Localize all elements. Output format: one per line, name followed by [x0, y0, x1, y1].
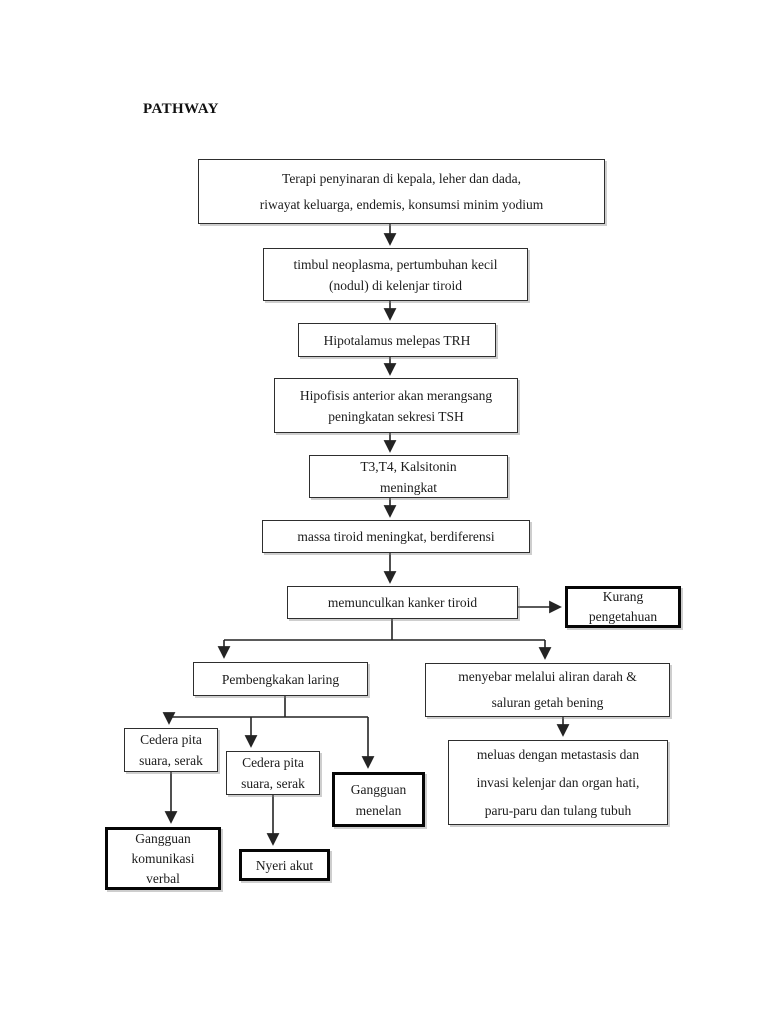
node-text-line: meluas dengan metastasis dan	[476, 746, 640, 762]
node-text-line: Hipotalamus melepas TRH	[323, 332, 471, 348]
node-text-line: (nodul) di kelenjar tiroid	[328, 277, 463, 293]
node-text-line: komunikasi	[131, 850, 195, 866]
node-text-line: Cedera pita	[242, 755, 304, 770]
node-text-line: Gangguan	[350, 781, 407, 797]
node-hipotalamus-trh: Hipotalamus melepas TRH	[298, 323, 496, 357]
node-text-line: timbul neoplasma, pertumbuhan kecil	[293, 256, 498, 272]
node-cedera-pita-suara-2: Cedera pita suara, serak	[226, 751, 320, 795]
page-title: PATHWAY	[143, 101, 219, 117]
node-text-line: invasi kelenjar dan organ hati,	[476, 774, 640, 790]
node-terapi-penyinaran: Terapi penyinaran di kepala, leher dan d…	[198, 159, 605, 224]
node-text-line: Cedera pita	[140, 732, 202, 747]
node-menyebar-aliran-darah: menyebar melalui aliran darah & saluran …	[425, 663, 670, 717]
node-text-line: Hipofisis anterior akan merangsang	[299, 387, 493, 403]
node-text-line: Gangguan	[135, 830, 191, 846]
node-text-line: T3,T4, Kalsitonin	[360, 458, 457, 474]
node-text-line: Pembengkakan laring	[221, 671, 340, 687]
node-nyeri-akut: Nyeri akut	[239, 849, 330, 881]
node-gangguan-komunikasi-verbal: Gangguan komunikasi verbal	[105, 827, 221, 890]
node-t3t4-kalsitonin: T3,T4, Kalsitonin meningkat	[309, 455, 508, 498]
node-kurang-pengetahuan: Kurang pengetahuan	[565, 586, 681, 628]
node-text-line: riwayat keluarga, endemis, konsumsi mini…	[259, 196, 544, 212]
node-timbul-neoplasma: timbul neoplasma, pertumbuhan kecil (nod…	[263, 248, 528, 301]
node-text-line: saluran getah bening	[491, 695, 604, 710]
node-memunculkan-kanker: memunculkan kanker tiroid	[287, 586, 518, 619]
node-text-line: menyebar melalui aliran darah &	[458, 669, 637, 684]
node-text-line: suara, serak	[241, 776, 305, 791]
node-hipofisis-tsh: Hipofisis anterior akan merangsang penin…	[274, 378, 518, 433]
node-text-line: menelan	[355, 802, 402, 818]
node-cedera-pita-suara-1: Cedera pita suara, serak	[124, 728, 218, 772]
node-text-line: Kurang	[602, 589, 644, 604]
node-text-line: Nyeri akut	[255, 857, 314, 873]
node-text-line: meningkat	[380, 479, 437, 495]
node-massa-tiroid: massa tiroid meningkat, berdiferensi	[262, 520, 530, 553]
node-meluas-metastasis: meluas dengan metastasis dan invasi kele…	[448, 740, 668, 825]
node-text-line: verbal	[146, 870, 180, 886]
node-text-line: peningkatan sekresi TSH	[328, 408, 464, 424]
node-text-line: paru-paru dan tulang tubuh	[484, 802, 632, 818]
node-pembengkakan-laring: Pembengkakan laring	[193, 662, 368, 696]
node-text-line: memunculkan kanker tiroid	[327, 595, 478, 610]
node-gangguan-menelan: Gangguan menelan	[332, 772, 425, 827]
node-text-line: suara, serak	[139, 753, 203, 768]
edge-branch-trunk-1	[224, 619, 545, 641]
node-text-line: Terapi penyinaran di kepala, leher dan d…	[282, 170, 521, 186]
node-text-line: massa tiroid meningkat, berdiferensi	[297, 529, 495, 544]
node-text-line: pengetahuan	[588, 609, 658, 624]
edge-branch-trunk-2	[169, 696, 368, 718]
